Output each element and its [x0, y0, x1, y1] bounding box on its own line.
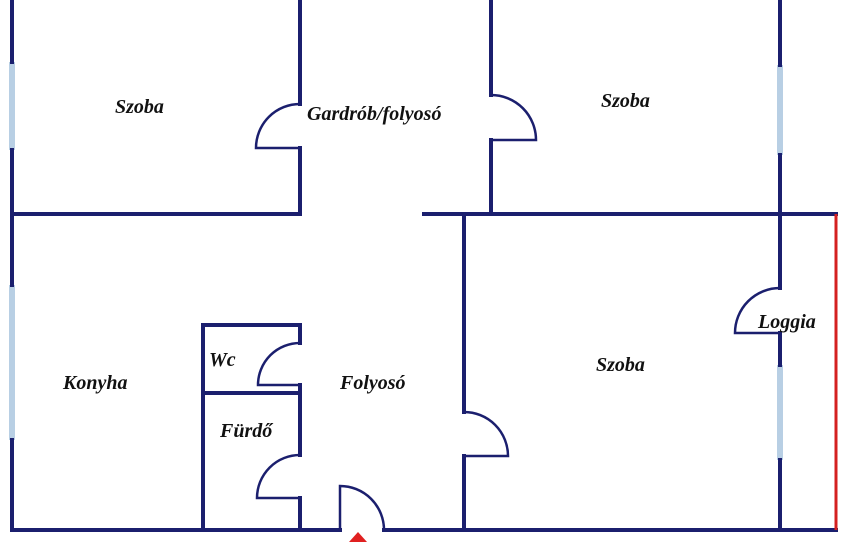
- door-entrance: [338, 484, 386, 531]
- door-szoba-right: [463, 410, 510, 458]
- label-szoba-right: Szoba: [596, 354, 645, 376]
- label-wc: Wc: [209, 349, 236, 371]
- windows: [9, 62, 783, 460]
- entrance-arrow-icon: [349, 532, 367, 542]
- door-gardrob-left: [254, 102, 301, 150]
- label-loggia: Loggia: [757, 311, 816, 333]
- label-folyoso: Folyosó: [339, 372, 406, 394]
- label-furdo: Fürdő: [219, 420, 274, 442]
- label-szoba-top-right: Szoba: [601, 90, 650, 112]
- doors: [254, 93, 781, 531]
- door-gardrob-right: [490, 93, 538, 142]
- door-wc: [256, 341, 301, 387]
- door-furdo: [255, 453, 301, 500]
- room-labels: Szoba Gardrób/folyosó Szoba Konyha Wc Fü…: [62, 90, 816, 442]
- label-gardrob: Gardrób/folyosó: [307, 103, 441, 125]
- walls: [10, 0, 838, 532]
- label-konyha: Konyha: [62, 372, 127, 394]
- door-loggia: [733, 286, 781, 335]
- label-szoba-top-left: Szoba: [115, 96, 164, 118]
